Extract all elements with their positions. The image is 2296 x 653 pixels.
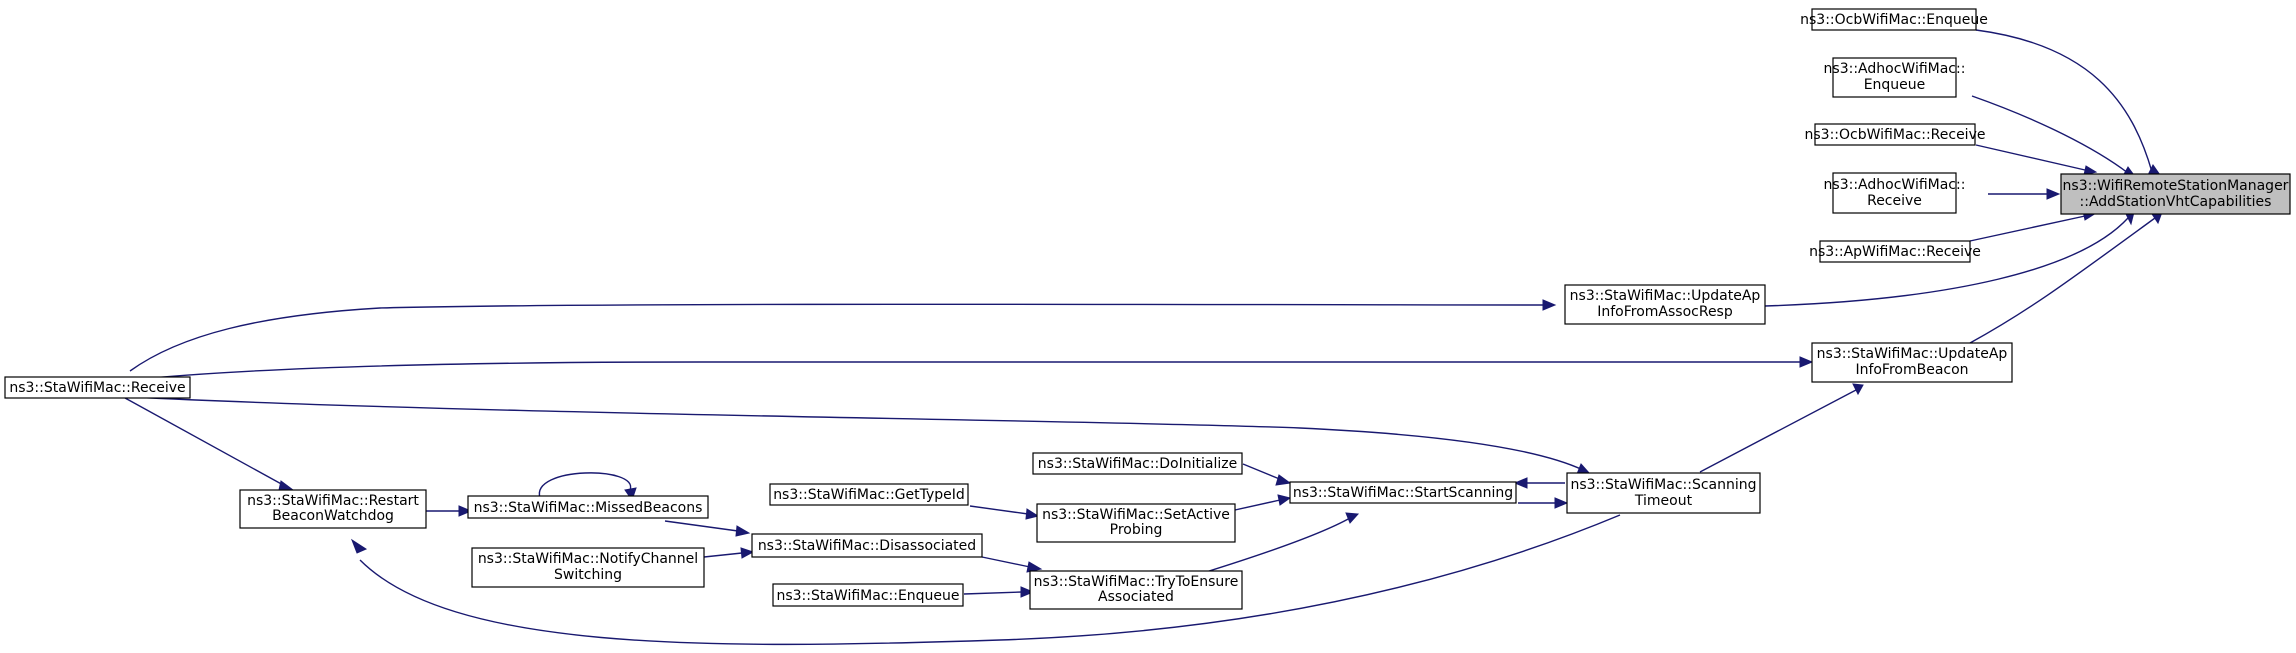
arrowhead — [1513, 477, 1528, 489]
svg-text:ns3::StaWifiMac::Restart: ns3::StaWifiMac::Restart — [247, 493, 419, 509]
edge-ap-receive-to-target — [1969, 215, 2086, 242]
edge-do-initialize-to-start-scanning — [1242, 463, 1283, 481]
svg-text:InfoFromAssocResp: InfoFromAssocResp — [1597, 304, 1733, 320]
node-adhoc-enqueue[interactable]: ns3::AdhocWifiMac:: Enqueue — [1824, 57, 1966, 98]
arrowhead — [1020, 586, 1035, 598]
arrowhead — [2046, 188, 2061, 200]
edge-update-assoc-to-target — [1764, 217, 2129, 307]
node-start-scanning[interactable]: ns3::StaWifiMac::StartScanning — [1289, 481, 1517, 504]
arrowhead — [458, 505, 473, 517]
edges — [124, 29, 2156, 646]
arrowhead — [1554, 497, 1569, 509]
svg-text:ns3::StaWifiMac::Disassociated: ns3::StaWifiMac::Disassociated — [758, 538, 976, 554]
node-disassociated[interactable]: ns3::StaWifiMac::Disassociated — [751, 533, 983, 558]
svg-text:ns3::StaWifiMac::MissedBeacons: ns3::StaWifiMac::MissedBeacons — [474, 500, 703, 516]
arrowhead — [1277, 494, 1292, 506]
node-ap-receive[interactable]: ns3::ApWifiMac::Receive — [1809, 240, 1981, 263]
svg-text:ns3::StaWifiMac::DoInitialize: ns3::StaWifiMac::DoInitialize — [1038, 456, 1237, 472]
svg-text:ns3::StaWifiMac::SetActive: ns3::StaWifiMac::SetActive — [1042, 507, 1230, 523]
svg-text:ns3::StaWifiMac::Receive: ns3::StaWifiMac::Receive — [9, 380, 185, 396]
svg-text:ns3::AdhocWifiMac::: ns3::AdhocWifiMac:: — [1824, 61, 1966, 77]
svg-text:Timeout: Timeout — [1634, 493, 1693, 509]
svg-text:ns3::ApWifiMac::Receive: ns3::ApWifiMac::Receive — [1809, 244, 1981, 260]
arrowhead — [624, 487, 637, 502]
edge-ocb-receive-to-target — [1975, 144, 2086, 171]
node-notify-channel-switching[interactable]: ns3::StaWifiMac::NotifyChannel Switching — [471, 547, 705, 588]
edge-missed-beacons-to-disassociated — [664, 520, 739, 532]
svg-text:ns3::StaWifiMac::Enqueue: ns3::StaWifiMac::Enqueue — [776, 588, 959, 604]
svg-text:InfoFromBeacon: InfoFromBeacon — [1855, 362, 1968, 378]
edge-scan-timeout-to-restart-watchdog — [359, 514, 1621, 646]
svg-text:BeaconWatchdog: BeaconWatchdog — [272, 508, 394, 524]
arrowhead — [1025, 508, 1040, 520]
node-adhoc-receive[interactable]: ns3::AdhocWifiMac:: Receive — [1824, 172, 1966, 214]
node-missed-beacons[interactable]: ns3::StaWifiMac::MissedBeacons — [467, 495, 709, 519]
node-set-active-probing[interactable]: ns3::StaWifiMac::SetActive Probing — [1036, 503, 1236, 543]
edge-adhoc-enqueue-to-target — [1971, 95, 2129, 174]
svg-text:ns3::WifiRemoteStationManager: ns3::WifiRemoteStationManager — [2063, 178, 2289, 194]
edge-ocb-enqueue-to-target — [1975, 29, 2153, 173]
edge-sta-enqueue-to-try-ensure — [963, 591, 1023, 595]
svg-text:ns3::StaWifiMac::StartScanning: ns3::StaWifiMac::StartScanning — [1293, 485, 1513, 501]
edge-try-ensure-to-start-scanning — [1205, 517, 1351, 573]
svg-text:ns3::StaWifiMac::Scanning: ns3::StaWifiMac::Scanning — [1570, 477, 1756, 493]
svg-text:ns3::StaWifiMac::NotifyChannel: ns3::StaWifiMac::NotifyChannel — [478, 551, 698, 567]
edge-update-beacon-to-target — [1969, 217, 2156, 344]
node-scanning-timeout[interactable]: ns3::StaWifiMac::Scanning Timeout — [1566, 472, 1761, 514]
arrowhead — [1275, 474, 1292, 486]
svg-text:Probing: Probing — [1110, 522, 1163, 538]
arrowhead — [1799, 356, 1814, 368]
svg-text:Receive: Receive — [1867, 193, 1922, 209]
edge-sta-receive-to-restart-watchdog — [124, 397, 286, 487]
edge-scan-timeout-to-update-beacon — [1699, 389, 1857, 473]
edge-sta-receive-to-update-assoc — [129, 303, 1544, 372]
edge-get-type-id-to-set-active — [969, 505, 1029, 515]
edge-missed-beacons-self-loop — [538, 472, 632, 499]
node-update-ap-info-from-assoc-resp[interactable]: ns3::StaWifiMac::UpdateAp InfoFromAssocR… — [1564, 284, 1766, 325]
node-sta-receive[interactable]: ns3::StaWifiMac::Receive — [4, 376, 191, 399]
arrowhead — [1542, 299, 1557, 311]
node-try-to-ensure-associated[interactable]: ns3::StaWifiMac::TryToEnsure Associated — [1029, 570, 1243, 610]
svg-text:ns3::StaWifiMac::TryToEnsure: ns3::StaWifiMac::TryToEnsure — [1034, 574, 1239, 590]
svg-text:ns3::StaWifiMac::GetTypeId: ns3::StaWifiMac::GetTypeId — [773, 487, 965, 503]
arrowhead — [735, 525, 751, 537]
arrowhead — [350, 538, 368, 554]
node-get-type-id[interactable]: ns3::StaWifiMac::GetTypeId — [769, 483, 969, 506]
arrowhead — [278, 480, 295, 491]
node-ocb-enqueue[interactable]: ns3::OcbWifiMac::Enqueue — [1800, 8, 1988, 31]
node-ocb-receive[interactable]: ns3::OcbWifiMac::Receive — [1805, 123, 1986, 146]
edge-sta-receive-to-update-beacon — [129, 361, 1800, 381]
nodes: ns3::WifiRemoteStationManager ::AddStati… — [4, 8, 2291, 610]
node-add-station-vht-capabilities[interactable]: ns3::WifiRemoteStationManager ::AddStati… — [2060, 173, 2291, 215]
arrowhead — [1852, 383, 1864, 396]
svg-text:ns3::OcbWifiMac::Enqueue: ns3::OcbWifiMac::Enqueue — [1800, 12, 1988, 28]
svg-text:Enqueue: Enqueue — [1864, 77, 1926, 93]
svg-text:ns3::StaWifiMac::UpdateAp: ns3::StaWifiMac::UpdateAp — [1817, 346, 2008, 362]
svg-text:Switching: Switching — [554, 567, 622, 583]
node-do-initialize[interactable]: ns3::StaWifiMac::DoInitialize — [1032, 452, 1243, 475]
edge-sta-receive-to-scan-timeout — [129, 396, 1584, 471]
svg-text:::AddStationVhtCapabilities: ::AddStationVhtCapabilities — [2080, 194, 2272, 210]
arrowhead — [1345, 512, 1360, 524]
svg-text:ns3::OcbWifiMac::Receive: ns3::OcbWifiMac::Receive — [1805, 127, 1986, 143]
svg-text:ns3::StaWifiMac::UpdateAp: ns3::StaWifiMac::UpdateAp — [1570, 288, 1761, 304]
edge-disassociated-to-try-ensure — [981, 556, 1031, 568]
svg-text:Associated: Associated — [1098, 589, 1174, 605]
svg-text:ns3::AdhocWifiMac::: ns3::AdhocWifiMac:: — [1824, 177, 1966, 193]
edge-notify-channel-to-disassociated — [703, 552, 743, 558]
node-update-ap-info-from-beacon[interactable]: ns3::StaWifiMac::UpdateAp InfoFromBeacon — [1811, 342, 2013, 383]
node-sta-enqueue[interactable]: ns3::StaWifiMac::Enqueue — [772, 583, 964, 607]
node-restart-beacon-watchdog[interactable]: ns3::StaWifiMac::Restart BeaconWatchdog — [239, 489, 427, 529]
edge-set-active-to-start-scanning — [1234, 499, 1281, 511]
arrowhead — [740, 547, 755, 559]
